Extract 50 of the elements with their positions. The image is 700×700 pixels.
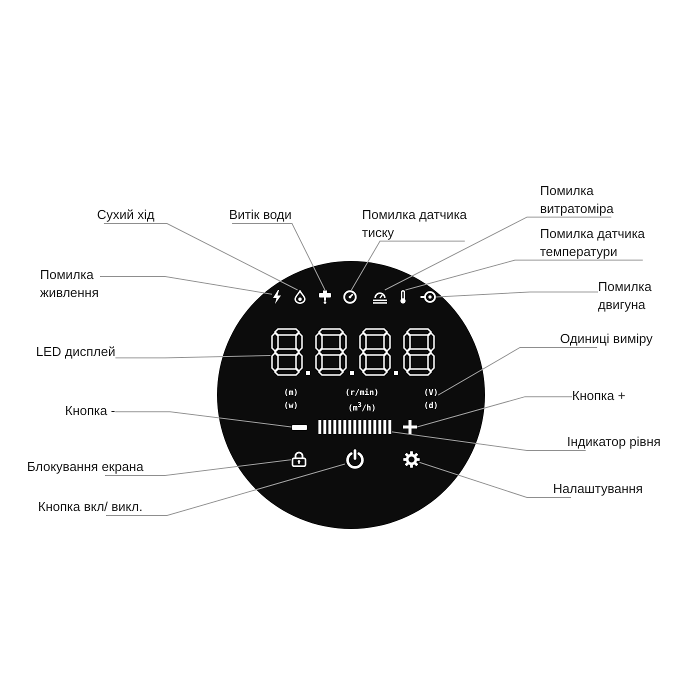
leader-line [392, 431, 586, 451]
leader-line [436, 292, 598, 298]
callout-label: Помилка датчика тиску [362, 206, 468, 242]
thermometer-icon [399, 290, 407, 304]
unit-text: (w) [284, 400, 298, 412]
leader-line [419, 462, 572, 498]
unit-text: (d) [424, 400, 438, 412]
unit-text: (r/min) [345, 387, 379, 399]
leader-line [438, 347, 598, 396]
unit-text: (V) [424, 387, 438, 399]
callout-label: Блокування екрана [27, 458, 144, 476]
unit-text: (m) [284, 387, 298, 399]
callout-label: Витік води [229, 206, 292, 224]
callout-label: Помилка двигуна [598, 278, 653, 314]
leader-line [416, 396, 572, 428]
drop-icon [294, 290, 306, 304]
leader-line [106, 464, 346, 516]
callout-label: Кнопка + [572, 387, 626, 405]
plus-icon [403, 420, 417, 434]
callout-label: Індикатор рівня [567, 433, 661, 451]
leader-line [114, 411, 292, 428]
callout-label: Помилка живлення [40, 266, 100, 302]
leader-line [350, 240, 466, 290]
leader-line [384, 216, 612, 290]
minus-icon [292, 424, 306, 430]
power-icon [345, 449, 365, 469]
callout-label: Помилка датчика температури [540, 225, 646, 260]
callout-label: LED дисплей [36, 343, 116, 361]
callout-label: Налаштування [553, 480, 643, 498]
settings-icon [402, 450, 420, 468]
unit-text: (m$^{3}$/h) [348, 400, 376, 415]
callout-label: Одиниці виміру [560, 330, 653, 348]
leader-line [232, 223, 326, 290]
level-meter [318, 420, 392, 434]
leader-line [404, 260, 644, 290]
leader-line [114, 355, 271, 358]
leader-line [100, 276, 272, 295]
callout-label: Сухий хід [97, 206, 154, 224]
callout-label: Помилка витратоміра [540, 182, 615, 218]
meter-icon [372, 290, 388, 304]
callout-label: Кнопка вкл/ викл. [38, 498, 143, 516]
motor-icon [420, 290, 436, 304]
callout-label: Кнопка - [65, 402, 116, 420]
seven-segment-display [270, 328, 436, 378]
leader-line [103, 223, 298, 290]
lightning-icon [272, 290, 282, 304]
gauge-icon [343, 290, 357, 304]
lock-icon [291, 451, 307, 467]
pipe-icon [318, 290, 332, 304]
leader-line [104, 459, 292, 476]
